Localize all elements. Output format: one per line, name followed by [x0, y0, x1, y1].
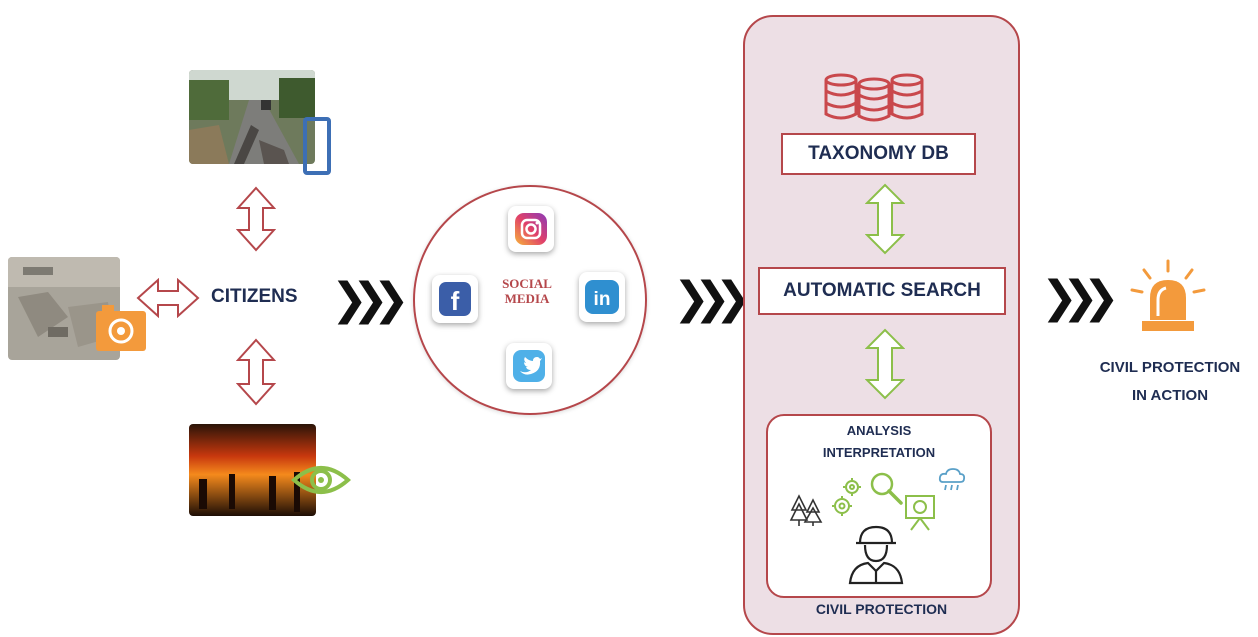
phone-icon	[302, 116, 332, 176]
facebook-icon[interactable]: f	[432, 275, 478, 323]
vertical-double-arrow-bottom	[235, 338, 277, 406]
rubble-photo	[8, 257, 120, 360]
twitter-icon[interactable]	[506, 343, 552, 389]
svg-text:f: f	[451, 286, 460, 316]
social-media-label-line2: MEDIA	[504, 291, 550, 306]
civil-protection-label: CIVIL PROTECTION	[815, 601, 948, 617]
flow-chevrons-2: ❯❯❯	[673, 273, 752, 324]
camera-icon	[96, 305, 146, 351]
gears-icon	[832, 476, 866, 518]
firefighter-icon	[846, 523, 906, 585]
tree-icon	[789, 492, 823, 528]
presentation-board-icon	[903, 492, 937, 532]
interpretation-label: INTERPRETATION	[822, 445, 936, 460]
magnifier-icon	[868, 470, 904, 506]
taxonomy-db-box: TAXONOMY DB	[781, 133, 976, 175]
linkedin-icon[interactable]: in	[579, 272, 625, 322]
earthquake-road-photo	[189, 70, 315, 164]
siren-icon	[1128, 258, 1208, 338]
database-icon	[823, 72, 925, 124]
flow-chevrons-1: ❯❯❯	[331, 274, 410, 325]
civil-in-action-line2: IN ACTION	[1131, 387, 1209, 404]
vertical-double-arrow-top	[235, 186, 277, 252]
social-media-circle	[413, 185, 647, 415]
green-double-arrow-top	[864, 183, 906, 255]
horizontal-double-arrow	[136, 277, 200, 319]
weather-cloud-icon	[937, 466, 967, 494]
green-double-arrow-bottom	[864, 328, 906, 400]
automatic-search-box: AUTOMATIC SEARCH	[758, 267, 1006, 315]
social-media-label-line1: SOCIAL	[502, 276, 552, 291]
citizens-label: CITIZENS	[211, 286, 298, 307]
flow-chevrons-3: ❯❯❯	[1041, 272, 1120, 323]
instagram-icon[interactable]	[508, 206, 554, 252]
svg-text:in: in	[594, 289, 611, 310]
eye-icon	[290, 460, 352, 500]
wildfire-photo	[189, 424, 316, 516]
analysis-label: ANALYSIS	[846, 423, 912, 438]
civil-in-action-line1: CIVIL PROTECTION	[1099, 359, 1241, 376]
